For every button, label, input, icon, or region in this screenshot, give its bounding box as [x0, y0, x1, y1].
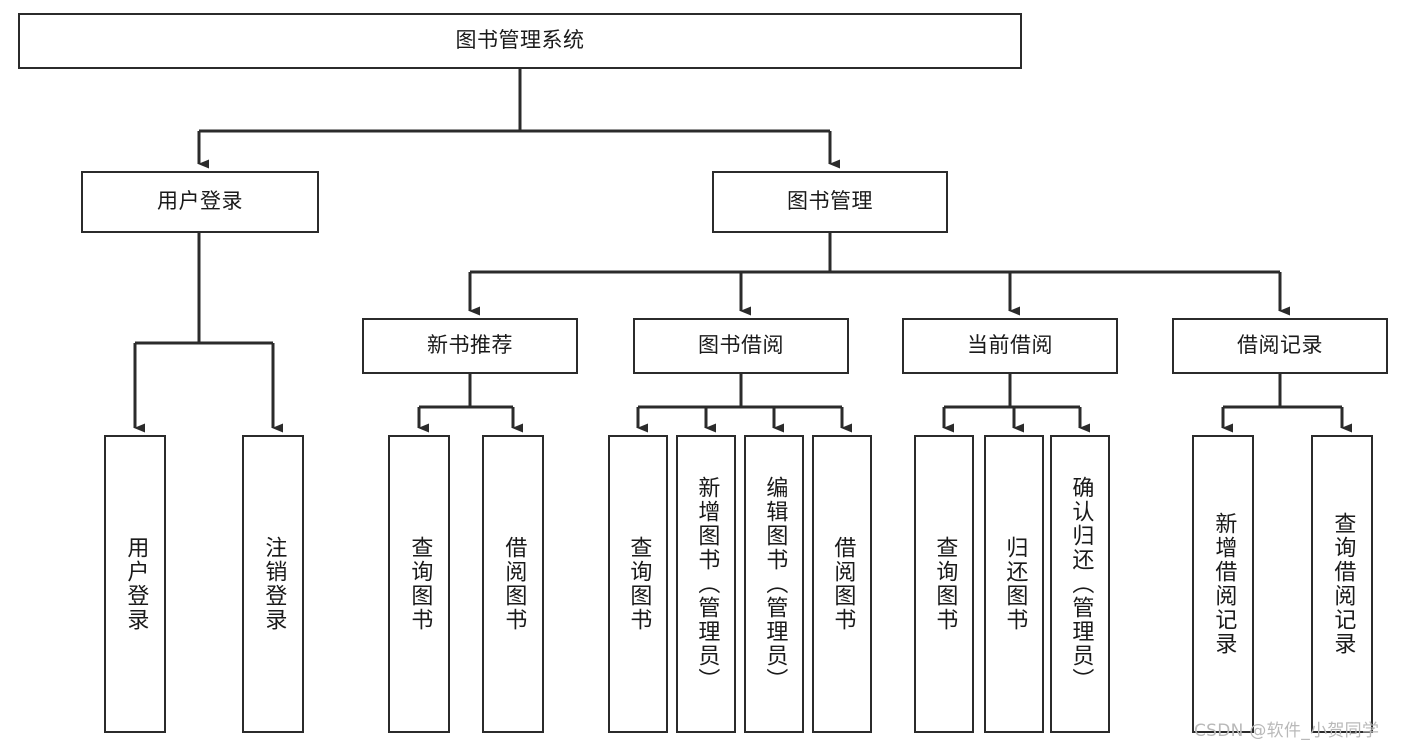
node-root-label: 图书管理系统: [455, 28, 585, 53]
leaf-query-borrow-record[interactable]: 查询借阅记录: [1311, 435, 1373, 733]
leaf-borrow-book-label: 借阅图书: [830, 536, 856, 632]
leaf-borrow-book-recommend-label: 借阅图书: [501, 536, 527, 632]
node-user-login-label: 用户登录: [157, 189, 243, 214]
leaf-edit-book-admin-label: 编辑图书（管理员）: [762, 476, 788, 692]
leaf-query-borrow-record-label: 查询借阅记录: [1330, 512, 1356, 656]
leaf-borrow-book[interactable]: 借阅图书: [812, 435, 872, 733]
leaf-return-book-label: 归还图书: [1002, 536, 1028, 632]
leaf-user-login[interactable]: 用户登录: [104, 435, 166, 733]
node-new-book-recommend[interactable]: 新书推荐: [362, 318, 578, 374]
node-user-login[interactable]: 用户登录: [81, 171, 319, 233]
leaf-logout[interactable]: 注销登录: [242, 435, 304, 733]
node-borrow-record[interactable]: 借阅记录: [1172, 318, 1388, 374]
leaf-logout-label: 注销登录: [261, 536, 287, 632]
leaf-add-book-admin-label: 新增图书（管理员）: [694, 476, 720, 692]
leaf-edit-book-admin[interactable]: 编辑图书（管理员）: [744, 435, 804, 733]
leaf-add-borrow-record[interactable]: 新增借阅记录: [1192, 435, 1254, 733]
leaf-query-book-recommend[interactable]: 查询图书: [388, 435, 450, 733]
leaf-query-book-current[interactable]: 查询图书: [914, 435, 974, 733]
leaf-query-book-current-label: 查询图书: [932, 536, 958, 632]
node-book-management[interactable]: 图书管理: [712, 171, 948, 233]
leaf-confirm-return-admin[interactable]: 确认归还（管理员）: [1050, 435, 1110, 733]
node-new-book-recommend-label: 新书推荐: [427, 333, 513, 358]
node-book-borrow[interactable]: 图书借阅: [633, 318, 849, 374]
node-book-borrow-label: 图书借阅: [698, 333, 784, 358]
leaf-add-book-admin[interactable]: 新增图书（管理员）: [676, 435, 736, 733]
leaf-query-book-borrow[interactable]: 查询图书: [608, 435, 668, 733]
leaf-user-login-label: 用户登录: [123, 536, 149, 632]
node-current-borrow[interactable]: 当前借阅: [902, 318, 1118, 374]
leaf-confirm-return-admin-label: 确认归还（管理员）: [1068, 476, 1094, 692]
leaf-add-borrow-record-label: 新增借阅记录: [1211, 512, 1237, 656]
node-root[interactable]: 图书管理系统: [18, 13, 1022, 69]
leaf-borrow-book-recommend[interactable]: 借阅图书: [482, 435, 544, 733]
csdn-watermark: CSDN @软件_小贺同学: [1194, 721, 1380, 741]
leaf-query-book-borrow-label: 查询图书: [626, 536, 652, 632]
leaf-query-book-recommend-label: 查询图书: [407, 536, 433, 632]
node-current-borrow-label: 当前借阅: [967, 333, 1053, 358]
node-borrow-record-label: 借阅记录: [1237, 333, 1323, 358]
leaf-return-book[interactable]: 归还图书: [984, 435, 1044, 733]
node-book-management-label: 图书管理: [787, 189, 873, 214]
